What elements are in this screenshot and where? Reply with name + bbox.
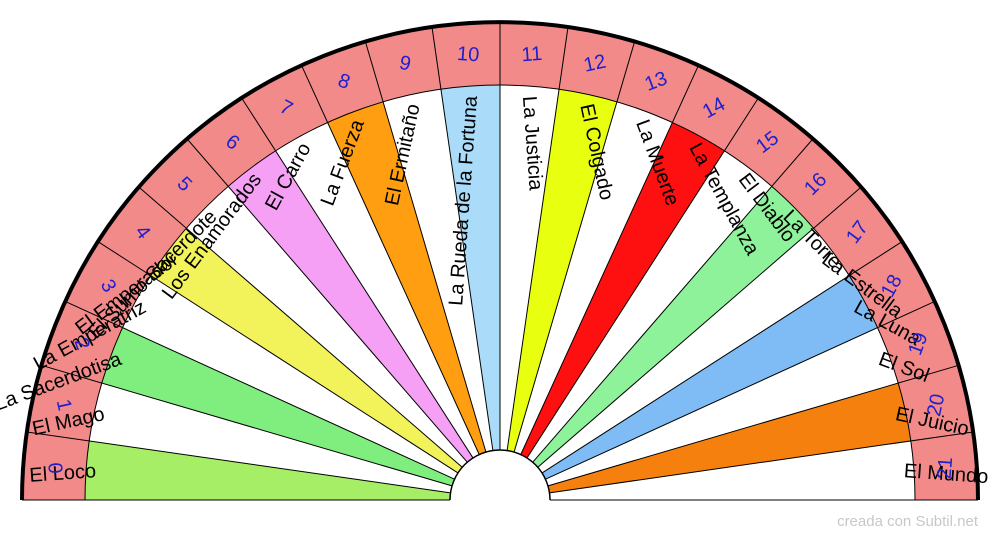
- divider-line: [241, 97, 474, 459]
- sector-5: [186, 186, 468, 468]
- sector-15: [527, 150, 772, 463]
- sector-number-11: 11: [521, 43, 543, 66]
- number-ring-segment-2: [41, 301, 123, 384]
- sector-number-21: 21: [934, 456, 958, 480]
- sector-label-0: El Loco: [29, 460, 97, 487]
- number-ring-segment-8: [301, 41, 384, 123]
- divider-lines-layer: [20, 20, 980, 501]
- divider-line: [26, 431, 451, 494]
- sector-16: [532, 186, 814, 468]
- sector-20: [547, 383, 911, 493]
- number-ring-segment-1: [26, 365, 102, 441]
- divider-line: [513, 41, 636, 453]
- sector-3: [122, 275, 458, 480]
- divider-line: [186, 138, 468, 463]
- divider-line: [138, 186, 463, 468]
- sector-number-10: 10: [456, 43, 480, 67]
- divider-line: [506, 26, 569, 451]
- divider-line: [364, 41, 487, 453]
- number-ring-segment-19: [877, 301, 959, 384]
- sector-9: [383, 89, 493, 453]
- sector-0: [85, 440, 451, 500]
- credit-text: creada con Subtil.net: [837, 513, 978, 530]
- sector-18: [542, 275, 878, 480]
- sector-8: [327, 101, 486, 455]
- sector-10: [440, 85, 500, 451]
- number-ring-segment-20: [898, 365, 974, 441]
- divider-line: [431, 26, 494, 451]
- sector-2: [101, 327, 455, 486]
- divider-line: [549, 431, 974, 494]
- sector-13: [514, 101, 673, 455]
- sector-1: [89, 383, 453, 493]
- sector-12: [507, 89, 617, 453]
- sector-7: [275, 122, 480, 458]
- number-ring-segment-10: [431, 22, 500, 90]
- divider-line: [64, 300, 455, 480]
- divider-line: [300, 64, 480, 455]
- divider-line: [547, 364, 959, 487]
- sector-14: [520, 122, 725, 458]
- outer-arc: [20, 20, 980, 501]
- sector-21: [549, 440, 915, 500]
- divider-line: [532, 138, 814, 463]
- divider-line: [526, 97, 759, 459]
- center-hub: [449, 449, 551, 501]
- number-ring-segment-9: [365, 26, 441, 102]
- divider-line: [545, 300, 936, 480]
- number-ring-segment-11: [500, 22, 569, 90]
- number-ring-segment-13: [616, 41, 699, 123]
- sector-11: [500, 85, 560, 451]
- divider-line: [41, 364, 453, 487]
- sector-17: [537, 228, 850, 473]
- sector-number-20: 20: [923, 392, 949, 418]
- number-ring-segment-0: [22, 431, 90, 500]
- ring-boundary-arc: [84, 84, 916, 501]
- divider-line: [97, 241, 459, 474]
- sector-number-12: 12: [582, 51, 608, 77]
- sector-number-9: 9: [397, 52, 413, 76]
- divider-line: [541, 241, 903, 474]
- sector-6: [228, 150, 473, 463]
- sector-number-1: 1: [52, 397, 76, 413]
- sector-4: [150, 228, 463, 473]
- divider-line: [537, 186, 862, 468]
- number-ring-segment-21: [910, 431, 978, 500]
- sector-number-0: 0: [43, 462, 66, 475]
- number-ring-segment-12: [559, 26, 635, 102]
- divider-line: [520, 64, 700, 455]
- sector-19: [545, 327, 899, 486]
